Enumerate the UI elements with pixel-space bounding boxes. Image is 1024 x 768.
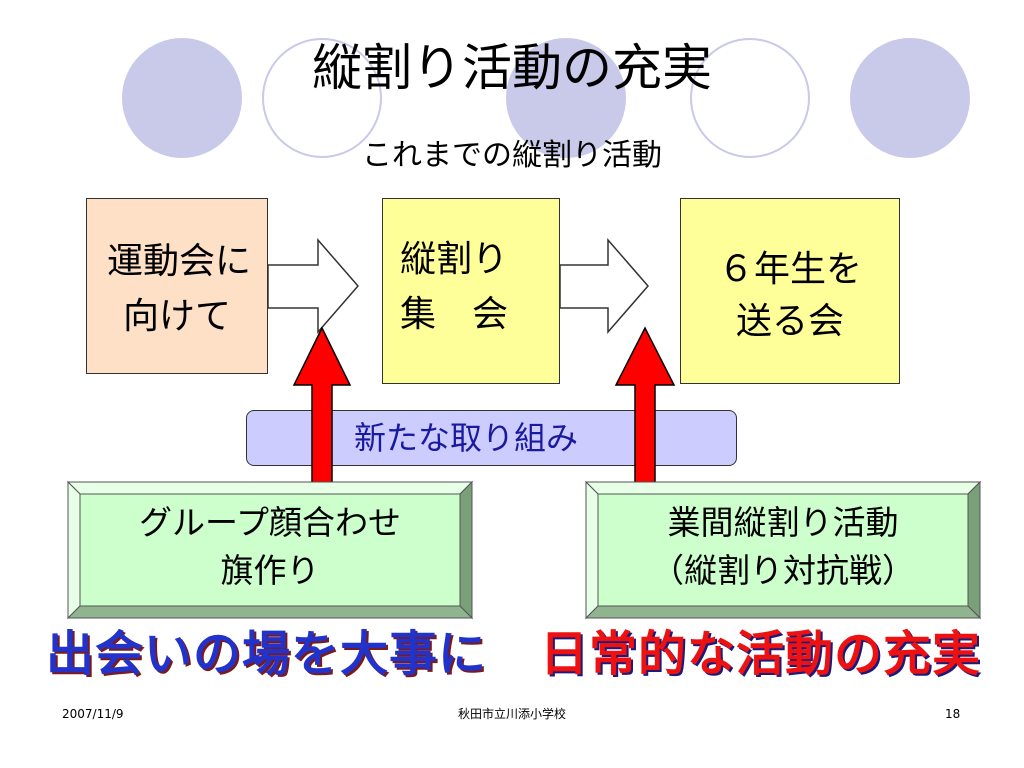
box-sports-day-line1: 運動会に [106,241,251,282]
box-recess-activity: 業間縦割り活動 （縦割り対抗戦） [598,494,968,606]
box-group-meeting: グループ顔合わせ 旗作り [80,494,460,606]
box-vertical-assembly [382,198,560,384]
decor-circle-5 [850,38,970,158]
box-farewell-party-line2: 送る会 [735,301,844,342]
box-farewell-party [680,198,900,384]
box-group-meeting-line2: 旗作り [220,551,320,590]
decor-circle-3 [506,38,626,158]
up-arrow-right [614,326,676,485]
box-vertical-assembly-line1: 縦割り [400,239,509,280]
decor-circle-2 [262,38,382,158]
box-sports-day-line2: 向けて [122,296,231,337]
box-farewell-party-line1: ６年生を [717,249,862,290]
slogan-left: 出会いの場を大事に [46,626,488,682]
decor-circle-1 [122,38,242,158]
up-arrow-left [292,326,352,485]
box-sports-day [86,198,268,374]
box-group-meeting-line1: グループ顔合わせ [138,503,402,542]
slide-subtitle: これまでの縦割り活動 [362,138,662,173]
footer-date: 2007/11/9 [62,707,124,721]
footer-page-number: 18 [945,707,961,721]
new-initiative-label: 新たな取り組み [354,419,579,457]
slogan-right: 日常的な活動の充実 [540,626,982,682]
decor-circle-4 [690,38,810,158]
box-recess-activity-line2: （縦割り対抗戦） [651,551,915,590]
footer-school: 秋田市立川添小学校 [457,707,566,721]
right-arrow-2 [559,237,649,335]
slide-title: 縦割り活動の充実 [312,39,712,97]
box-vertical-assembly-line2: 集 会 [400,294,509,335]
box-recess-activity-line1: 業間縦割り活動 [667,503,899,542]
right-arrow-1 [267,237,359,335]
